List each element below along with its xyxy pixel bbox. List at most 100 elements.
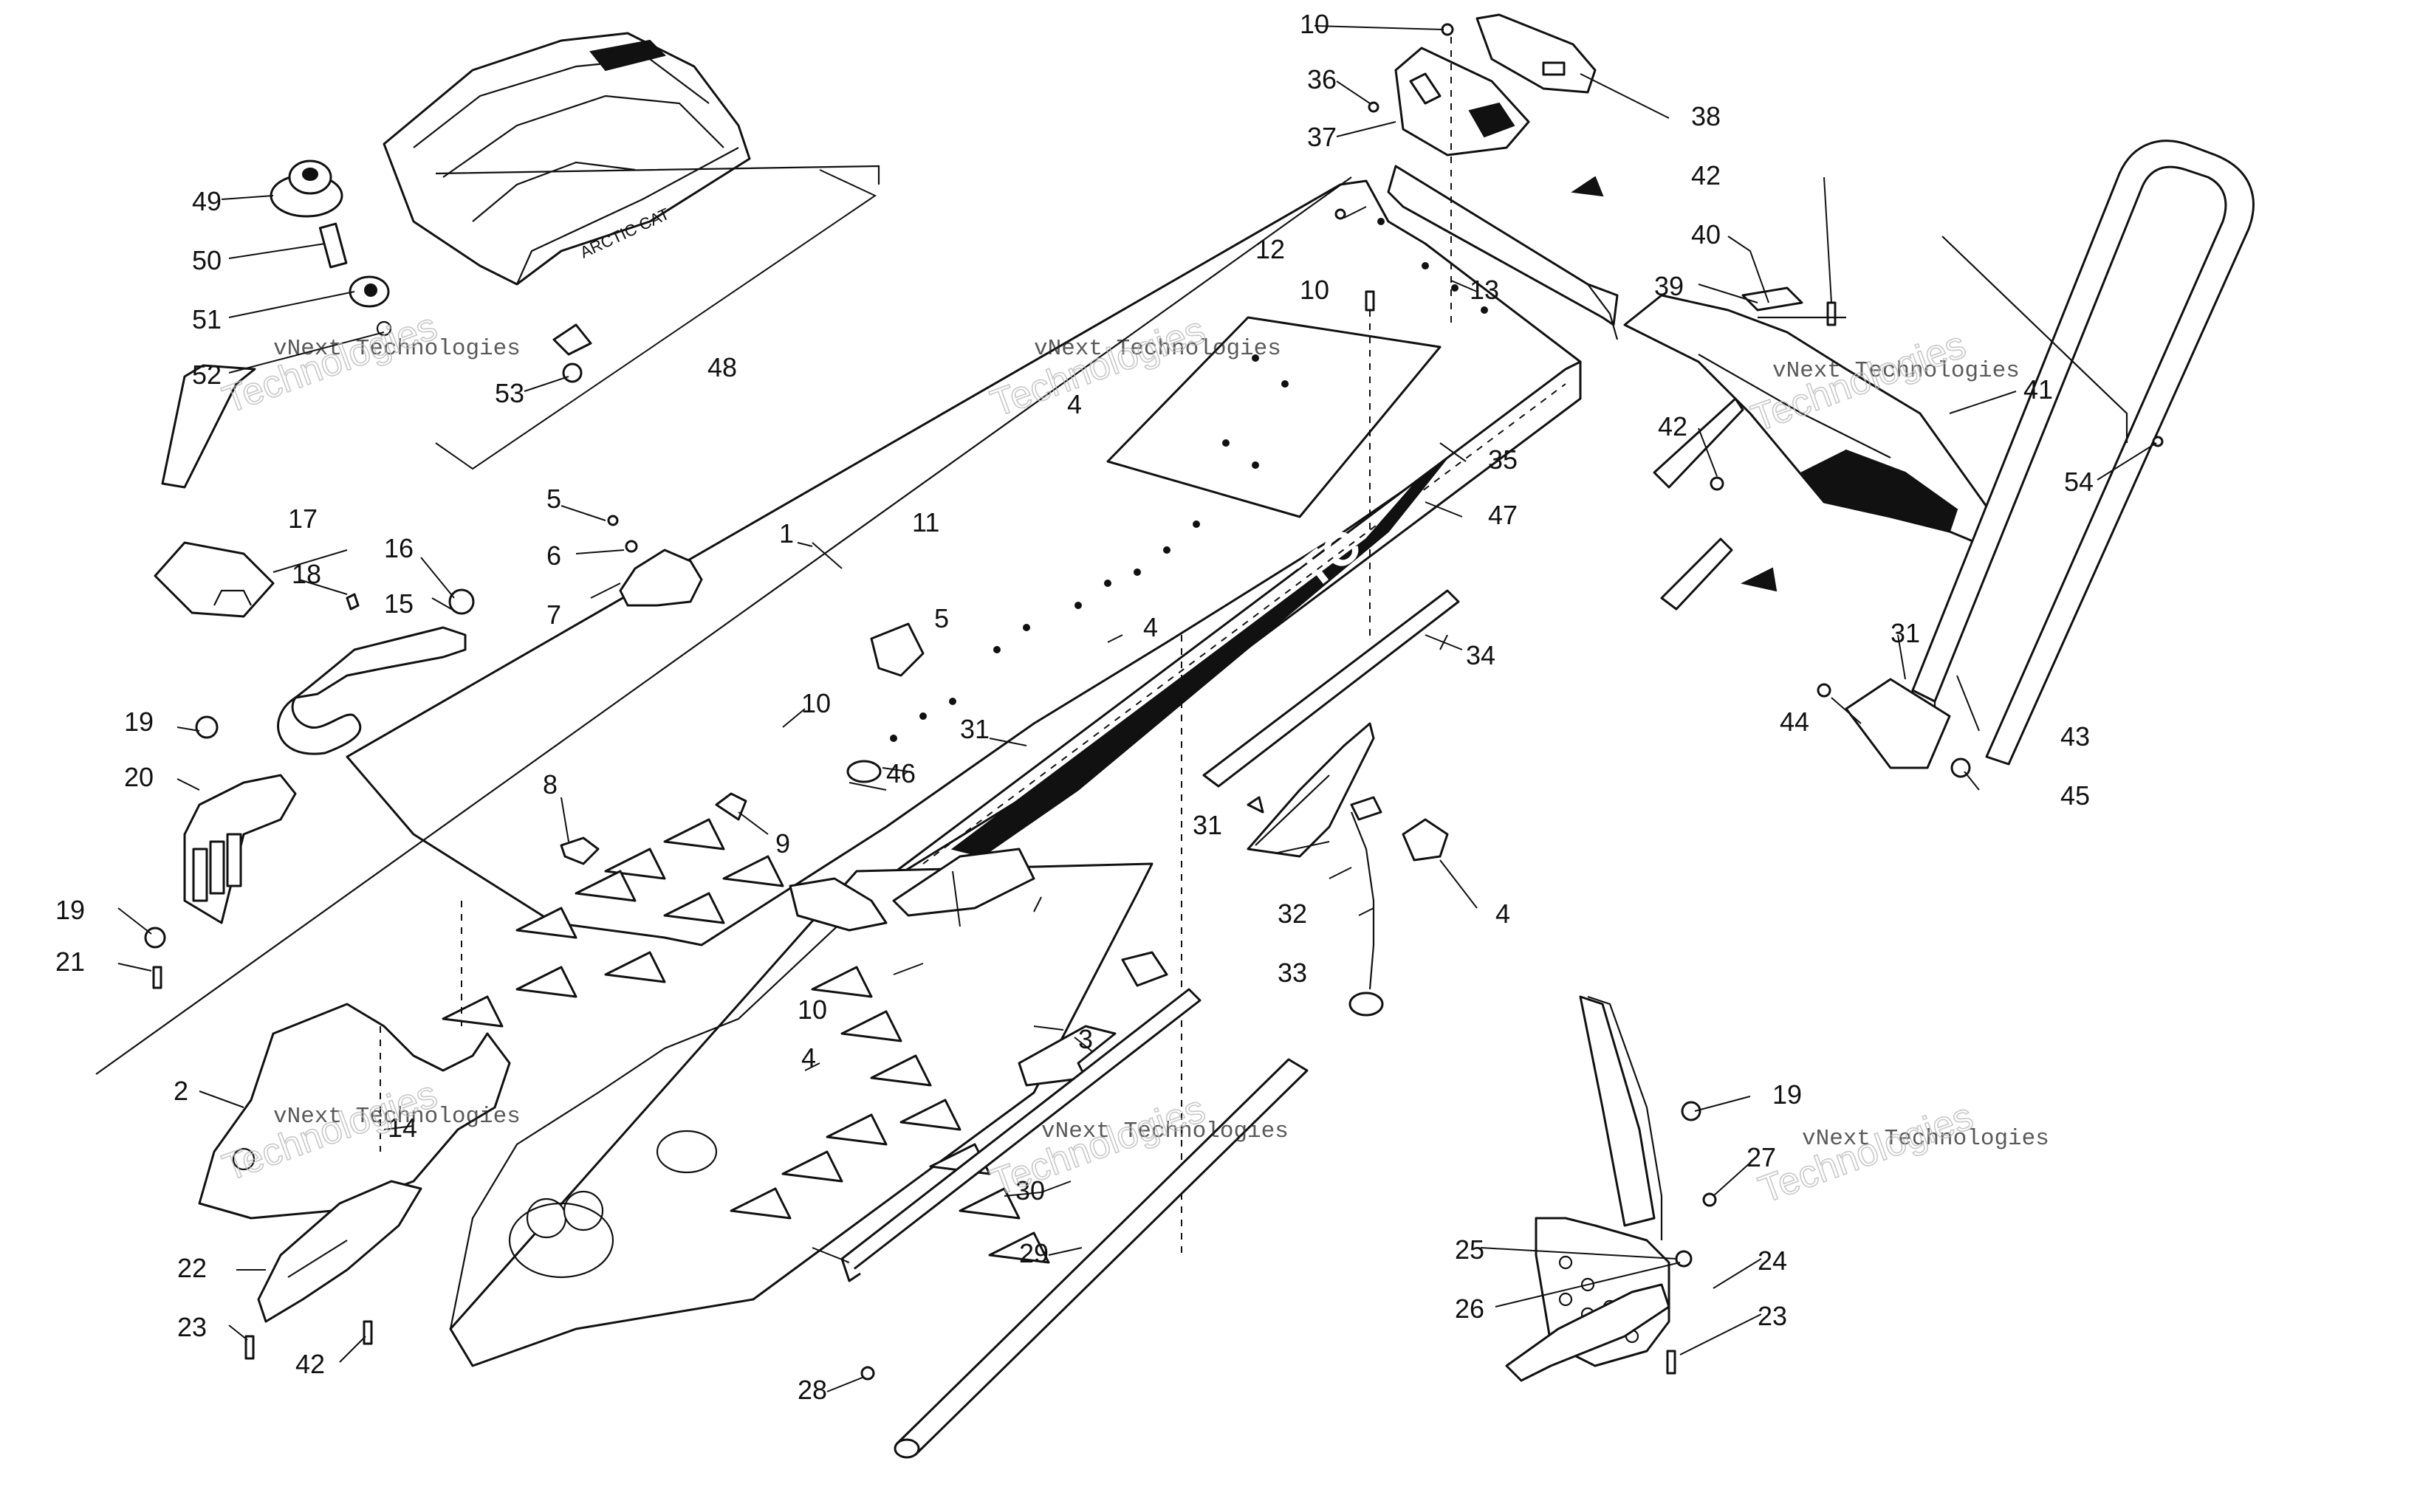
part-5-plug-b	[870, 622, 925, 677]
arrow-marker-top	[1571, 176, 1604, 197]
callout-16: 16	[384, 533, 414, 563]
part-40-decal	[1741, 286, 1803, 312]
part-22-flap	[257, 1180, 422, 1323]
callout-54: 54	[2064, 467, 2094, 497]
callout-41: 41	[2023, 374, 2053, 405]
part-24-flap	[1505, 1283, 1670, 1382]
bumper-bracket	[1845, 678, 1951, 769]
svg-text:vNext Technologies: vNext Technologies	[1772, 358, 2020, 384]
callout-33: 33	[1278, 958, 1307, 988]
part-26-nut	[1675, 1250, 1693, 1268]
callout-4b: 4	[1143, 612, 1158, 642]
callout-47: 47	[1488, 500, 1518, 530]
callout-34: 34	[1466, 640, 1495, 670]
callout-26: 26	[1455, 1293, 1484, 1324]
part-41-snowflap	[1623, 294, 1995, 551]
part-31-clip-a	[1247, 796, 1264, 814]
callout-19b: 19	[55, 895, 85, 925]
part-19-washer-a	[195, 715, 219, 739]
callout-20: 20	[124, 762, 154, 792]
callout-43: 43	[2060, 721, 2090, 752]
part-19-washer-c	[1681, 1101, 1701, 1121]
part-50-stud	[318, 222, 348, 269]
part-51-nut	[349, 275, 390, 308]
callout-4d: 4	[1495, 898, 1510, 929]
svg-text:vNext Technologies: vNext Technologies	[1802, 1126, 2049, 1152]
callout-23a: 23	[177, 1312, 207, 1342]
bumper-bracket-line	[1941, 236, 2128, 443]
tunnel-clip	[1121, 951, 1168, 987]
part-29-rod	[894, 1058, 1309, 1459]
part-5-screw-a	[607, 515, 619, 526]
callout-32: 32	[1278, 898, 1307, 929]
part-44-bolt	[1817, 683, 1831, 698]
part-10-bolt-a	[1441, 23, 1454, 36]
callout-labels: 1 2 3 4 4 4 4 5 5 6 7 8 9 10 10 10 10 11…	[55, 9, 2094, 1405]
part-13-bracket	[1387, 165, 1619, 340]
callout-37: 37	[1307, 122, 1337, 152]
callout-29: 29	[1019, 1238, 1049, 1268]
tunnel-cutouts	[442, 818, 1050, 1264]
callout-52: 52	[192, 360, 222, 390]
callout-10b: 10	[1300, 275, 1329, 305]
callout-48: 48	[707, 352, 737, 382]
callout-42c: 42	[295, 1349, 325, 1379]
callout-36: 36	[1307, 64, 1337, 94]
callout-49: 49	[192, 186, 222, 216]
callout-14: 14	[388, 1113, 417, 1143]
callout-38: 38	[1691, 101, 1721, 131]
callout-5a: 5	[546, 484, 561, 514]
seat-bag-group: ARCTIC CAT	[161, 32, 880, 489]
callout-18: 18	[292, 559, 321, 589]
part-21-bolt	[152, 966, 162, 989]
callout-19a: 19	[124, 707, 154, 737]
callout-4c: 4	[801, 1042, 816, 1073]
tunnel-gusset	[789, 877, 888, 932]
callout-53: 53	[495, 378, 524, 408]
callout-10c: 10	[801, 688, 831, 718]
part-16-nut	[448, 588, 475, 615]
callout-31b: 31	[1193, 810, 1222, 840]
callout-6: 6	[546, 540, 561, 571]
callout-30: 30	[1015, 1175, 1045, 1206]
callout-13: 13	[1470, 275, 1499, 305]
svg-text:Technologies: Technologies	[1753, 1095, 1978, 1212]
part-52-washer	[376, 320, 392, 337]
callout-5b: 5	[934, 603, 949, 633]
leader-lines	[117, 25, 2157, 1392]
part-23-bolt-a	[244, 1335, 255, 1360]
callout-42b: 42	[1658, 411, 1687, 441]
callout-44: 44	[1780, 707, 1809, 737]
svg-text:vNext Technologies: vNext Technologies	[1034, 336, 1281, 362]
callout-9: 9	[775, 828, 790, 859]
callout-10a: 10	[1300, 9, 1329, 39]
callout-51: 51	[192, 304, 222, 334]
callout-3: 3	[1078, 1024, 1093, 1054]
svg-text:vNext Technologies: vNext Technologies	[1041, 1118, 1289, 1144]
callout-15: 15	[384, 588, 414, 619]
callout-7: 7	[546, 599, 561, 630]
callout-40: 40	[1691, 219, 1721, 250]
svg-text:vNext Technologies: vNext Technologies	[273, 1104, 521, 1130]
part-7-bracket	[619, 549, 703, 607]
part-43-bumper	[1911, 140, 2255, 766]
part-42-bolt-c	[1710, 476, 1724, 491]
part-8-plate	[560, 836, 600, 865]
part-42-bolt-b	[1826, 301, 1837, 326]
callout-11: 11	[912, 507, 939, 537]
callout-50: 50	[192, 245, 222, 275]
part-33-strap	[1348, 796, 1384, 1017]
callout-27: 27	[1747, 1142, 1776, 1172]
part-38-cover	[1475, 13, 1597, 94]
part-6-washer	[625, 540, 638, 553]
part-28-clip	[860, 1366, 875, 1381]
part-17-cover	[154, 541, 275, 618]
part-37-mount	[1394, 47, 1530, 157]
part-12-rivet	[1334, 208, 1346, 220]
part-3-brace	[1018, 1025, 1117, 1087]
part-36-bolt	[1368, 101, 1379, 113]
part-49-knob	[270, 159, 343, 218]
callout-10d: 10	[798, 994, 827, 1025]
part-39-mount	[1653, 397, 1744, 611]
callout-21: 21	[55, 946, 85, 977]
